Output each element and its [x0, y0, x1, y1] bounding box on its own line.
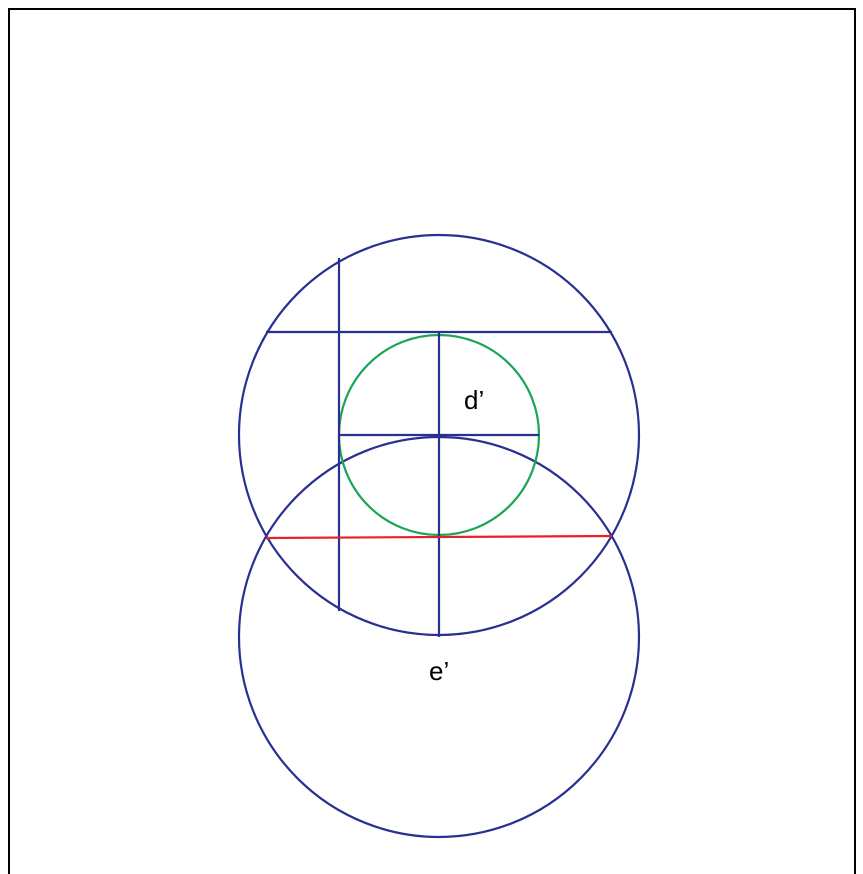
- upper-circle-label: d’: [464, 385, 484, 415]
- lower-circle-label: e’: [429, 656, 449, 686]
- frame-border: [8, 8, 856, 874]
- common-chord: [265, 534, 613, 540]
